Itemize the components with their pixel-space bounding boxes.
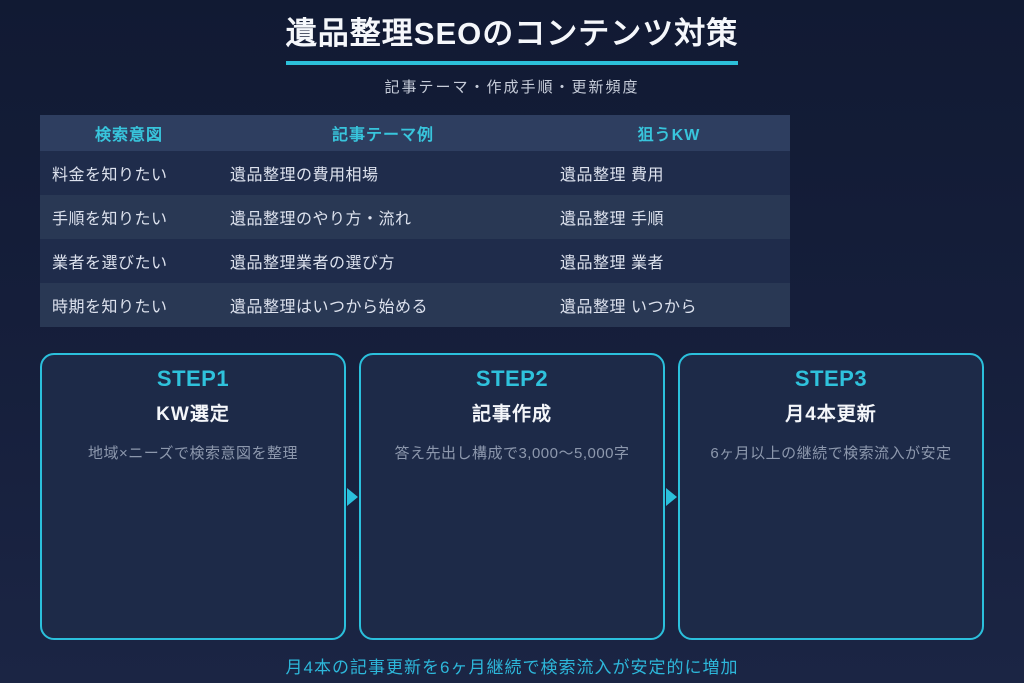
- table-cell: 遺品整理 費用: [548, 151, 790, 196]
- table-cell: 遺品整理 いつから: [548, 283, 790, 328]
- step-label: STEP1: [156, 366, 230, 392]
- step-description: 答え先出し構成で3,000〜5,000字: [394, 445, 630, 463]
- table-row: 時期を知りたい 遺品整理はいつから始める 遺品整理 いつから: [40, 283, 790, 328]
- table-row: 手順を知りたい 遺品整理のやり方・流れ 遺品整理 手順: [40, 195, 790, 240]
- table-row: 業者を選びたい 遺品整理業者の選び方 遺品整理 業者: [40, 239, 790, 284]
- table-cell: 手順を知りたい: [40, 195, 218, 240]
- table-header-row: 検索意図 記事テーマ例 狙うKW: [40, 115, 790, 152]
- step-description: 6ヶ月以上の継続で検索流入が安定: [710, 445, 952, 463]
- arrow-right-icon: [666, 487, 677, 506]
- table-cell: 遺品整理 手順: [548, 195, 790, 240]
- step-card-1: STEP1 KW選定 地域×ニーズで検索意図を整理: [40, 353, 346, 641]
- column-header-target-kw: 狙うKW: [548, 115, 790, 152]
- step-title: 記事作成: [471, 404, 552, 426]
- column-header-article-theme: 記事テーマ例: [218, 115, 548, 152]
- table-cell: 業者を選びたい: [40, 239, 218, 284]
- step-description: 地域×ニーズで検索意図を整理: [87, 445, 298, 463]
- table-row: 料金を知りたい 遺品整理の費用相場 遺品整理 費用: [40, 151, 790, 196]
- keyword-table: 検索意図 記事テーマ例 狙うKW 料金を知りたい 遺品整理の費用相場 遺品整理 …: [40, 115, 790, 328]
- table-cell: 遺品整理はいつから始める: [218, 283, 548, 328]
- step-label: STEP2: [475, 366, 549, 392]
- slide-header: 遺品整理SEOのコンテンツ対策 記事テーマ・作成手順・更新頻度: [0, 0, 1024, 97]
- page-subtitle: 記事テーマ・作成手順・更新頻度: [384, 79, 640, 97]
- footer-note: 月4本の記事更新を6ヶ月継続で検索流入が安定的に増加: [285, 658, 739, 678]
- step-title: KW選定: [156, 404, 230, 426]
- table-cell: 遺品整理 業者: [548, 239, 790, 284]
- table-cell: 遺品整理業者の選び方: [218, 239, 548, 284]
- step-title: 月4本更新: [785, 404, 877, 426]
- step-label: STEP3: [794, 366, 868, 392]
- page-title: 遺品整理SEOのコンテンツ対策: [285, 15, 739, 66]
- table-cell: 遺品整理の費用相場: [218, 151, 548, 196]
- table-cell: 遺品整理のやり方・流れ: [218, 195, 548, 240]
- table-cell: 時期を知りたい: [40, 283, 218, 328]
- step-card-2: STEP2 記事作成 答え先出し構成で3,000〜5,000字: [359, 353, 665, 641]
- step-card-3: STEP3 月4本更新 6ヶ月以上の継続で検索流入が安定: [678, 353, 984, 641]
- steps-flow: STEP1 KW選定 地域×ニーズで検索意図を整理 STEP2 記事作成 答え先…: [40, 353, 984, 641]
- table-cell: 料金を知りたい: [40, 151, 218, 196]
- arrow-right-icon: [347, 487, 358, 506]
- column-header-search-intent: 検索意図: [40, 115, 218, 152]
